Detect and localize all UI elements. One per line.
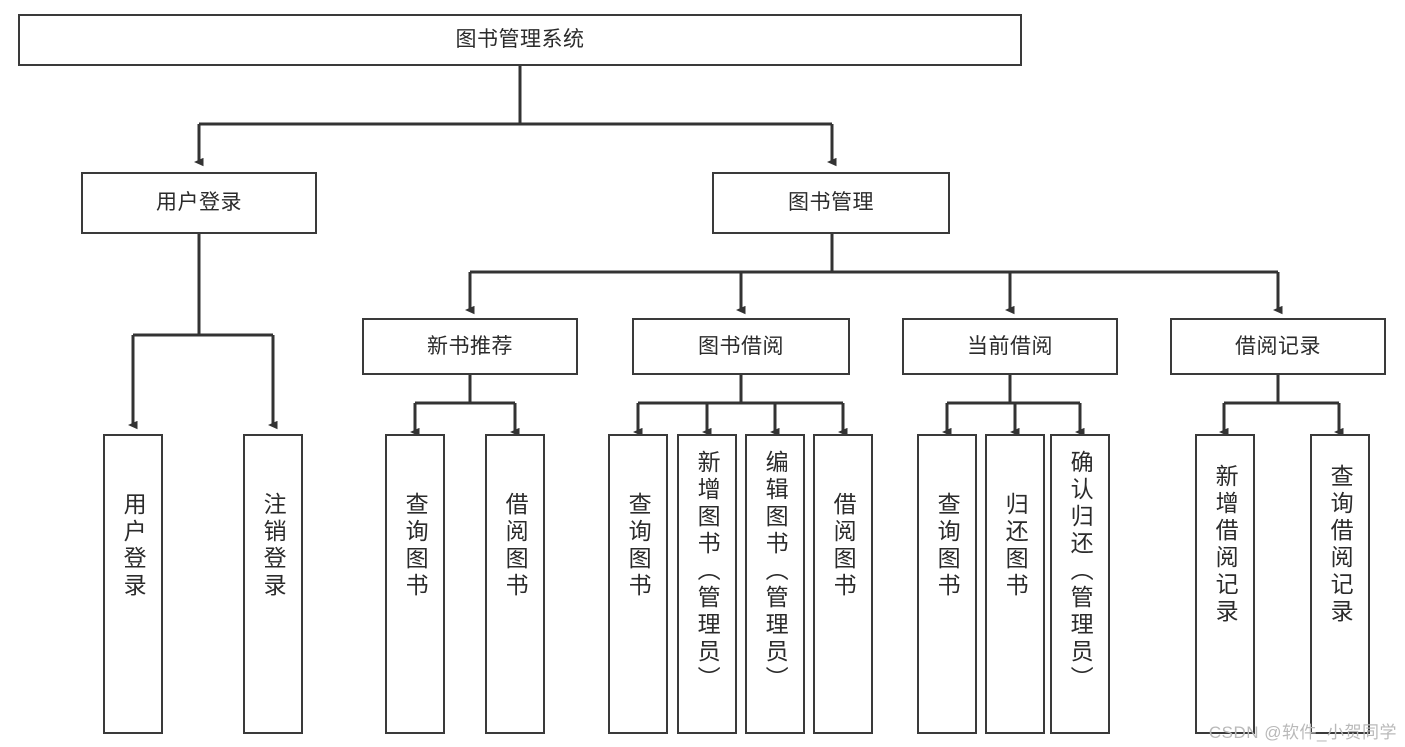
node-label: 注销登录 <box>260 492 287 600</box>
node-label: 图书管理 <box>788 191 874 215</box>
connector-bookborrow-to-leaves <box>633 375 848 437</box>
connector-userlogin-to-leaves <box>128 234 278 430</box>
node-new-book-recommend[interactable]: 新书推荐 <box>362 318 578 375</box>
node-label: 借阅记录 <box>1235 334 1321 358</box>
node-label: 归还图书 <box>1002 492 1029 600</box>
node-label: 查询图书 <box>402 492 429 600</box>
node-book-borrow[interactable]: 图书借阅 <box>632 318 850 375</box>
connector-currentborrow-to-leaves <box>942 375 1085 437</box>
node-label: 图书借阅 <box>698 334 784 358</box>
node-current-borrow[interactable]: 当前借阅 <box>902 318 1118 375</box>
node-label: 当前借阅 <box>967 334 1053 358</box>
node-label: 查询借阅记录 <box>1327 464 1354 626</box>
connector-newbook-to-leaves <box>410 375 520 437</box>
leaf-query-book-2[interactable]: 查询图书 <box>608 434 668 734</box>
connector-borrowrecord-to-leaves <box>1219 375 1344 437</box>
node-label: 用户登录 <box>156 191 242 215</box>
node-label: 借阅图书 <box>502 492 529 600</box>
node-book-management[interactable]: 图书管理 <box>712 172 950 234</box>
node-label: 用户登录 <box>120 492 147 600</box>
leaf-query-book-1[interactable]: 查询图书 <box>385 434 445 734</box>
node-label: 新书推荐 <box>427 334 513 358</box>
leaf-add-book-admin[interactable]: 新增图书（管理员） <box>677 434 737 734</box>
node-borrow-record[interactable]: 借阅记录 <box>1170 318 1386 375</box>
connector-root-to-level1 <box>194 66 837 167</box>
leaf-query-borrow-record[interactable]: 查询借阅记录 <box>1310 434 1370 734</box>
leaf-add-borrow-record[interactable]: 新增借阅记录 <box>1195 434 1255 734</box>
leaf-confirm-return-admin[interactable]: 确认归还（管理员） <box>1050 434 1110 734</box>
node-label: 图书管理系统 <box>455 28 585 52</box>
leaf-query-book-3[interactable]: 查询图书 <box>917 434 977 734</box>
leaf-edit-book-admin[interactable]: 编辑图书（管理员） <box>745 434 805 734</box>
leaf-borrow-book-2[interactable]: 借阅图书 <box>813 434 873 734</box>
node-label: 借阅图书 <box>830 492 857 600</box>
watermark: CSDN @软件_小贺同学 <box>1208 723 1397 742</box>
node-label: 新增图书（管理员） <box>694 450 721 693</box>
leaf-user-login[interactable]: 用户登录 <box>103 434 163 734</box>
node-root-library-system[interactable]: 图书管理系统 <box>18 14 1022 66</box>
node-label: 新增借阅记录 <box>1212 464 1239 626</box>
leaf-return-book[interactable]: 归还图书 <box>985 434 1045 734</box>
leaf-logout[interactable]: 注销登录 <box>243 434 303 734</box>
node-label: 编辑图书（管理员） <box>762 450 789 693</box>
connector-bookmgmt-to-level2 <box>465 234 1283 315</box>
node-label: 查询图书 <box>934 492 961 600</box>
node-user-login[interactable]: 用户登录 <box>81 172 317 234</box>
node-label: 确认归还（管理员） <box>1067 450 1094 693</box>
node-label: 查询图书 <box>625 492 652 600</box>
leaf-borrow-book-1[interactable]: 借阅图书 <box>485 434 545 734</box>
